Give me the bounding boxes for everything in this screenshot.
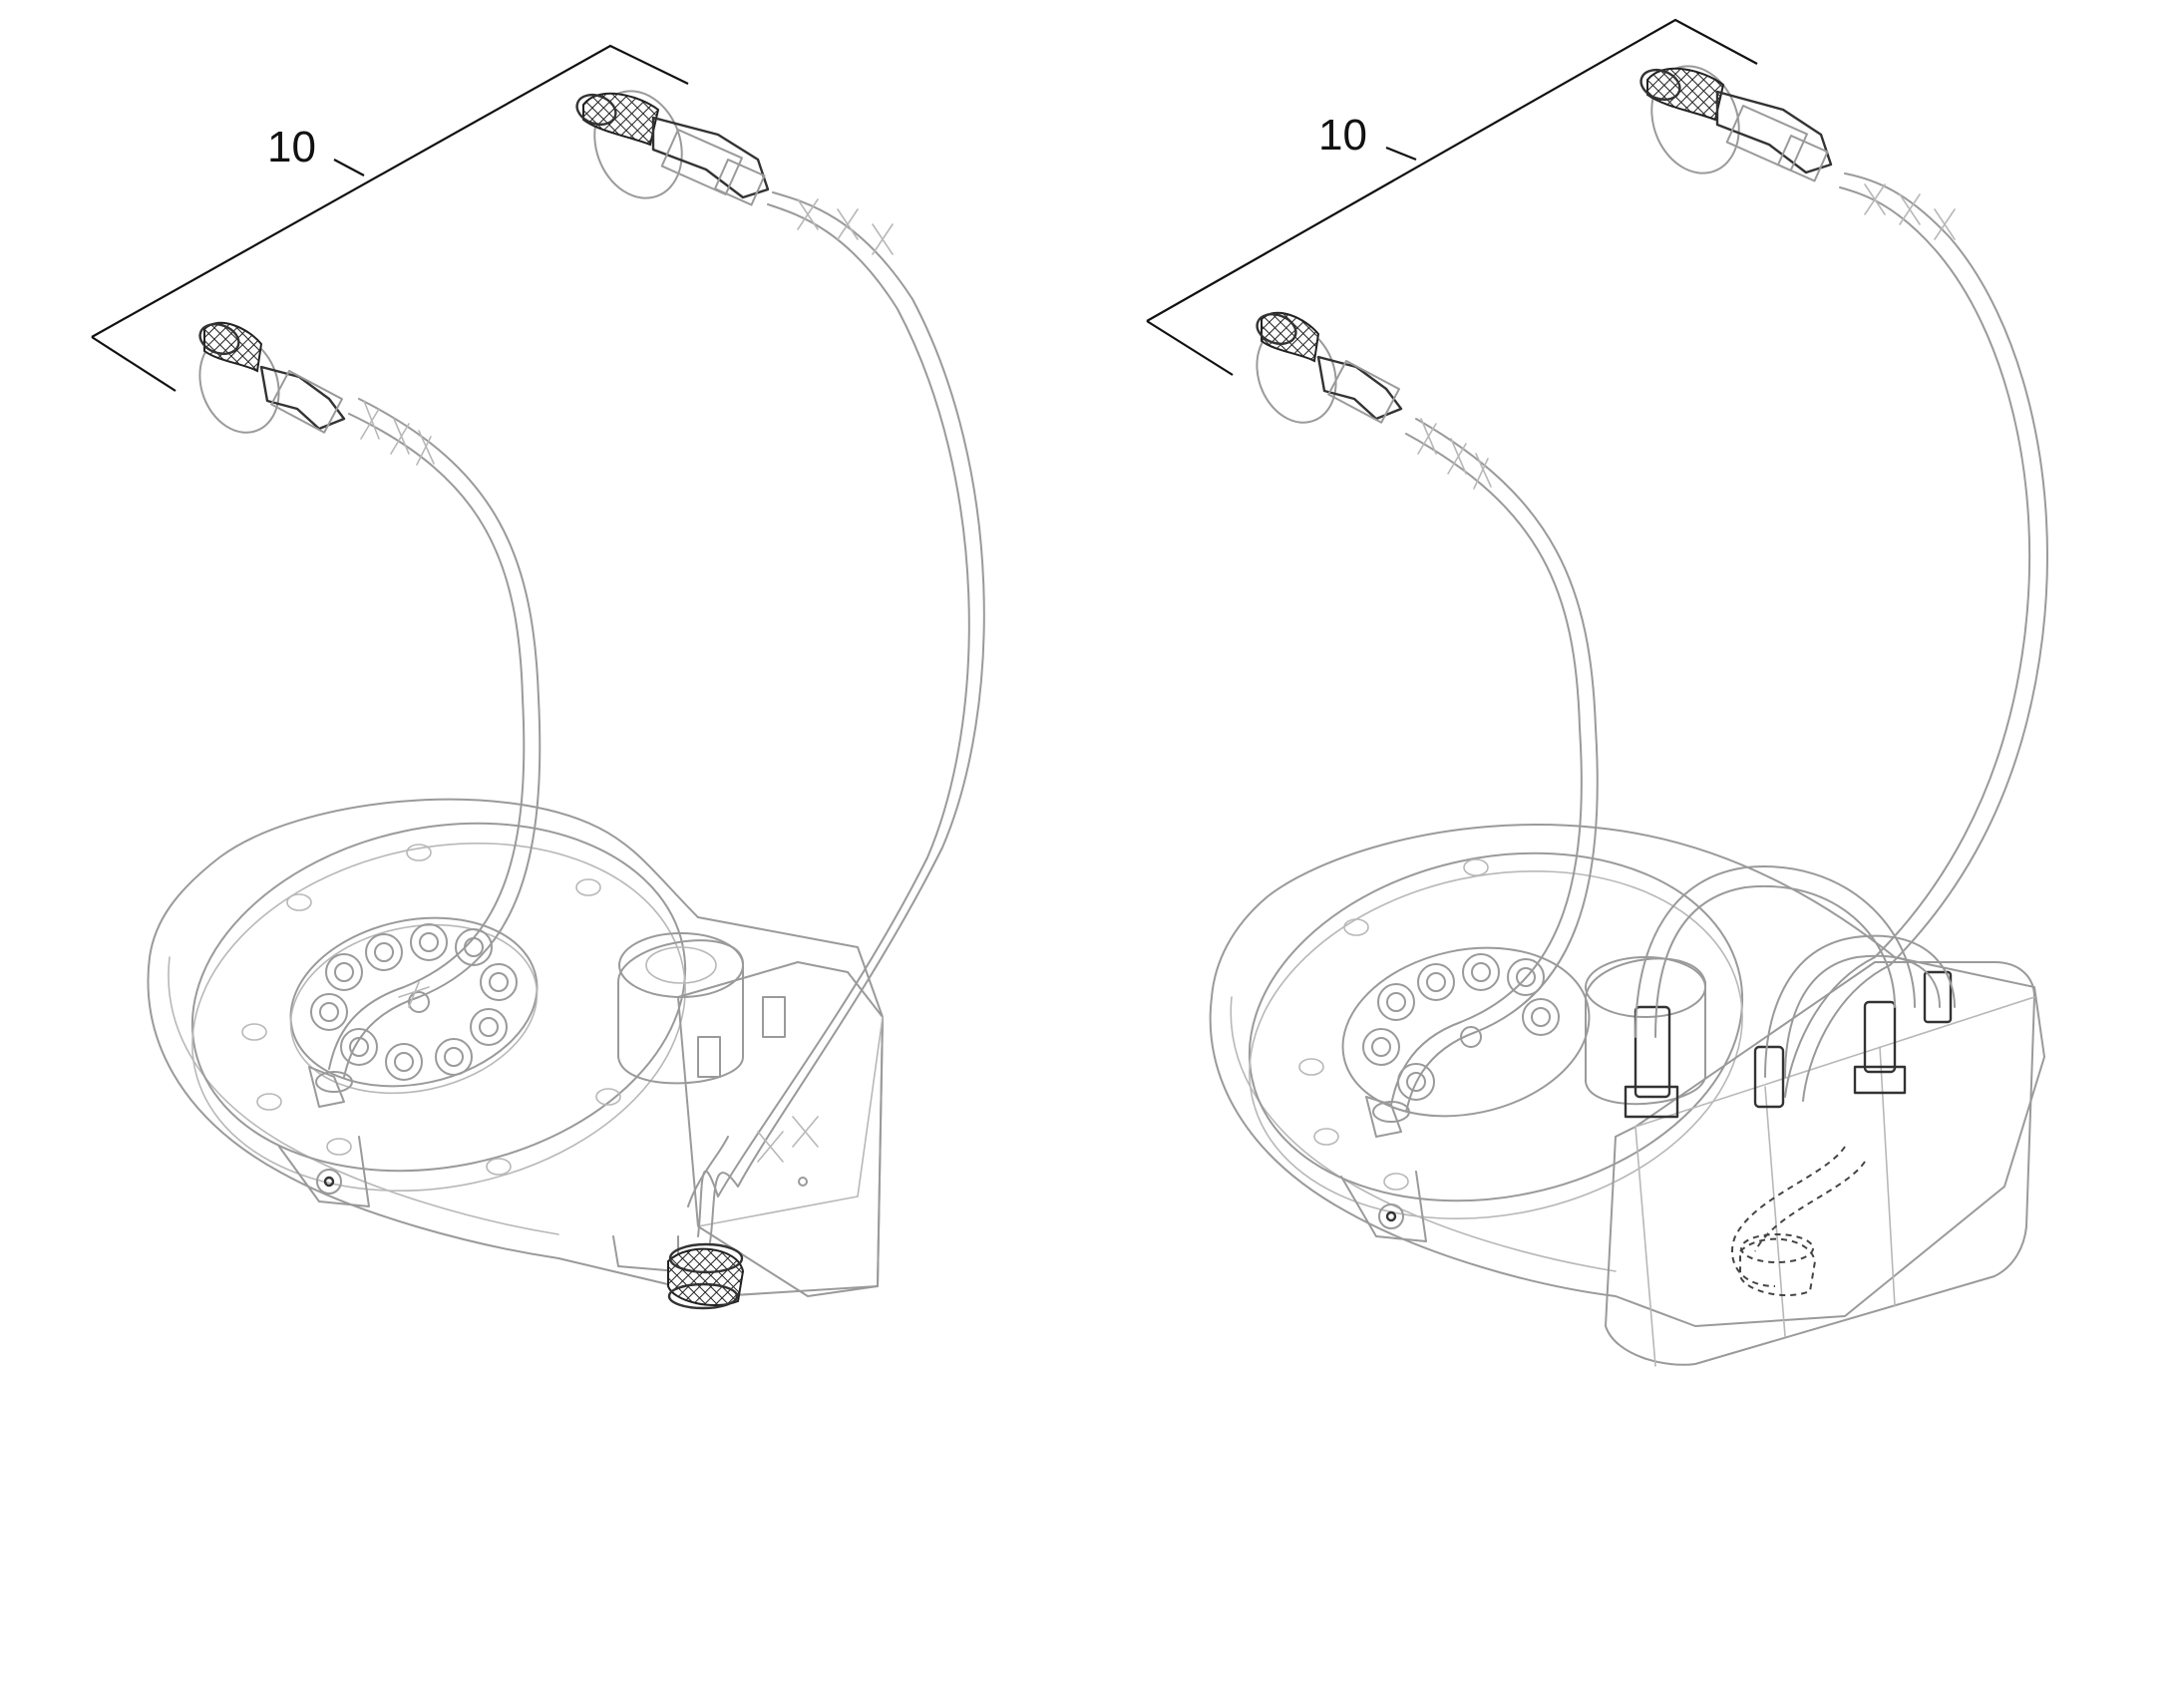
coupler-right-1 — [1256, 311, 1403, 424]
fitting-valve-right-hidden — [1739, 1233, 1817, 1297]
callout-left: 10 — [91, 44, 689, 392]
callout-leader-left — [333, 159, 365, 176]
callout-number-right: 10 — [1318, 111, 1367, 160]
base-housing-left — [147, 798, 884, 1297]
hose-right-1 — [1390, 418, 1599, 1113]
fitting-valve-left — [667, 1242, 745, 1310]
callout-bracket-right-bottom — [1146, 320, 1234, 376]
left-assembly: 10 — [91, 44, 985, 1310]
bolt-pattern-left — [310, 923, 518, 1081]
hose-left-2 — [687, 191, 985, 1243]
hose-right-2 — [1730, 172, 2048, 1287]
callout-number-left: 10 — [267, 123, 316, 171]
base-housing-right — [1209, 824, 2045, 1367]
callout-bracket-left-bottom — [91, 336, 177, 392]
callout-bracket-right-top — [1146, 18, 1758, 322]
fittings-right — [1624, 970, 1953, 1119]
coupler-right-2 — [1639, 65, 1833, 182]
bolt-pattern-right — [1362, 953, 1560, 1101]
coupler-left-1 — [198, 321, 346, 434]
coupler-left-2 — [575, 90, 770, 206]
callout-right: 10 — [1146, 18, 1758, 376]
callout-leader-right — [1385, 146, 1417, 162]
hose-left-1 — [328, 398, 542, 1078]
callout-bracket-left-top — [91, 44, 689, 338]
right-assembly: 10 — [1146, 18, 2048, 1367]
